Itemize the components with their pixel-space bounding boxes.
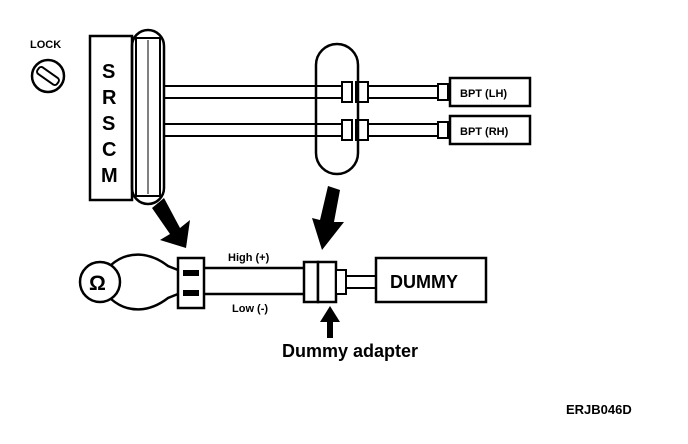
ohmmeter-lead-lower bbox=[110, 292, 179, 311]
ohm-symbol: Ω bbox=[89, 272, 106, 295]
arrow-down-icon bbox=[312, 186, 344, 250]
harness-rh bbox=[164, 119, 449, 141]
dummy-adapter-label: Dummy adapter bbox=[282, 341, 418, 361]
dummy-adapter bbox=[302, 260, 376, 304]
srscm-letter-c: C bbox=[102, 139, 116, 161]
bpt-lh-label: BPT (LH) bbox=[460, 88, 507, 100]
test-connector bbox=[176, 256, 206, 310]
ohmmeter-icon: Ω bbox=[78, 260, 122, 304]
dummy-box bbox=[374, 256, 488, 304]
arrow-down-icon bbox=[152, 198, 190, 248]
bpt-lh-box bbox=[448, 76, 532, 108]
bpt-rh-box bbox=[448, 114, 532, 146]
high-label: High (+) bbox=[228, 252, 270, 264]
lock-label: LOCK bbox=[30, 39, 61, 51]
srscm-connector-oval bbox=[130, 28, 166, 206]
bpt-rh-label: BPT (RH) bbox=[460, 126, 509, 138]
srscm-unit bbox=[88, 34, 134, 202]
srscm-letter-s2: S bbox=[102, 113, 115, 135]
arrow-up-icon bbox=[320, 306, 340, 338]
srscm-letter-s1: S bbox=[102, 61, 115, 83]
srscm-letter-m: M bbox=[101, 165, 118, 187]
harness-lh bbox=[164, 81, 449, 103]
lock-icon bbox=[30, 58, 66, 94]
ohmmeter-lead-upper bbox=[110, 253, 179, 272]
bpt-connector-oval bbox=[314, 42, 360, 176]
low-label: Low (-) bbox=[232, 303, 268, 315]
dummy-label: DUMMY bbox=[390, 272, 458, 292]
srscm-letters: S R S C M bbox=[101, 61, 118, 187]
figure-code: ERJB046D bbox=[566, 402, 632, 417]
srscm-letter-r: R bbox=[102, 87, 117, 109]
